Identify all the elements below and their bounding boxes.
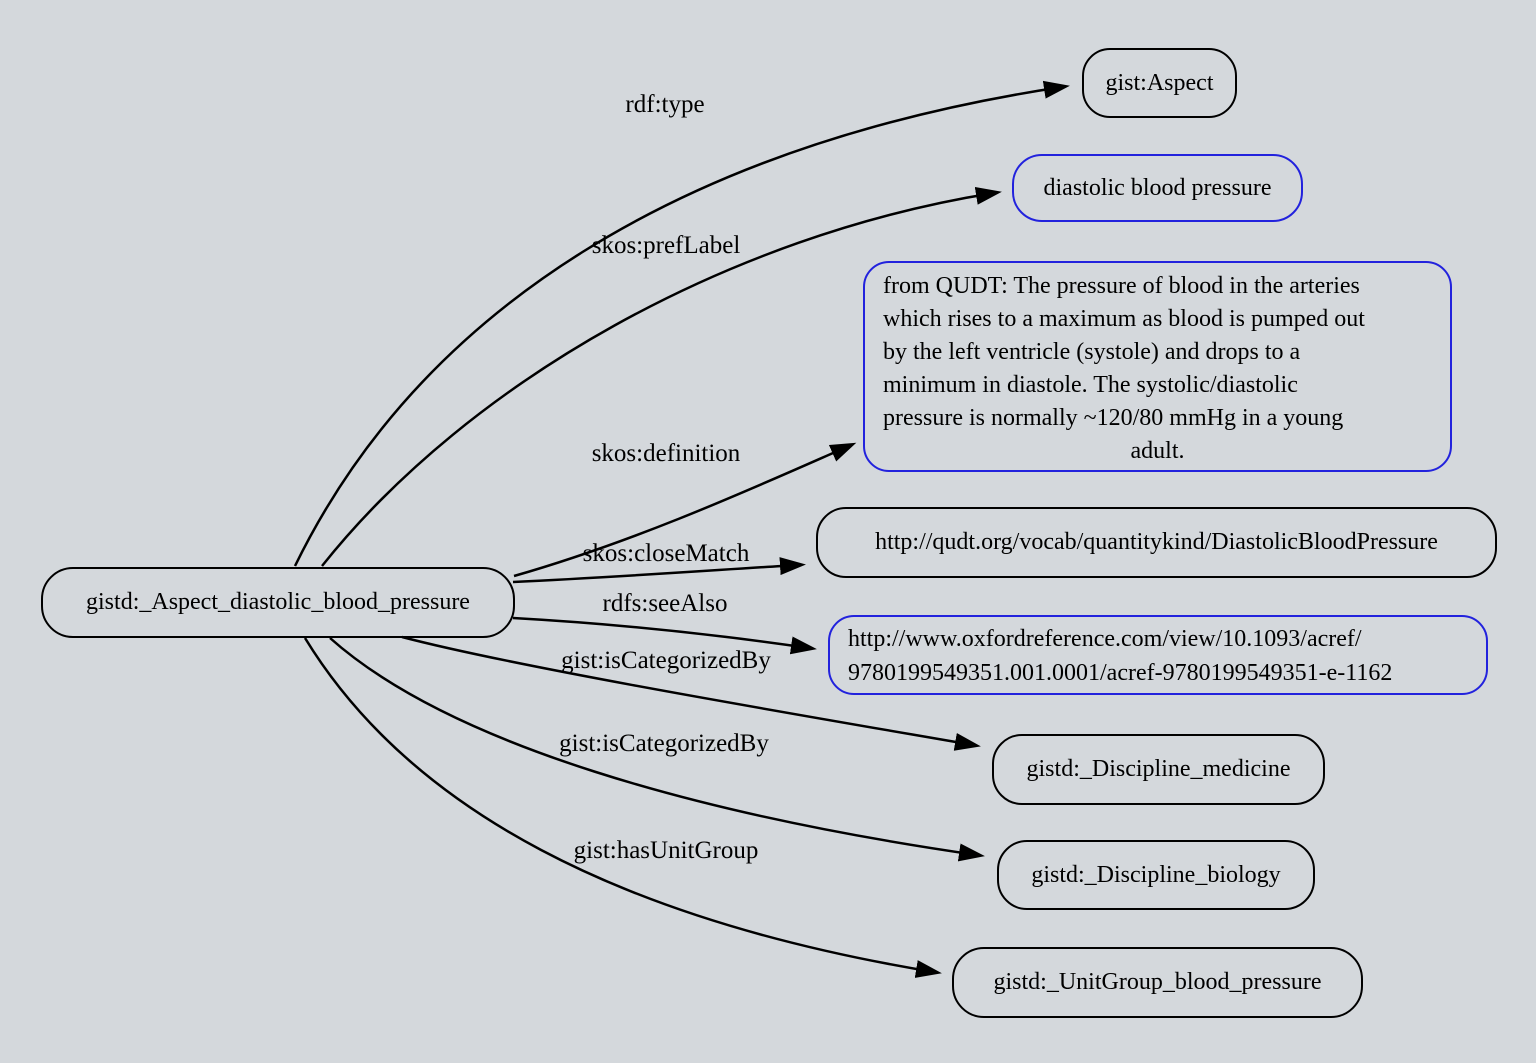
edge-skos-definition bbox=[513, 442, 857, 578]
definition-line: pressure is normally ~120/80 mmHg in a y… bbox=[883, 405, 1344, 431]
edge-gist-iscategorizedby-biology bbox=[329, 637, 985, 862]
node-discipline-biology[interactable]: gistd:_Discipline_biology bbox=[997, 840, 1315, 910]
see-also-url-line: 9780199549351.001.0001/acref-97801995493… bbox=[848, 660, 1393, 686]
edge-gist-hasunitgroup bbox=[303, 637, 942, 978]
edge-gist-iscategorizedby-medicine bbox=[401, 635, 981, 751]
node-subject-aspect-diastolic-blood-pressure[interactable]: gistd:_Aspect_diastolic_blood_pressure bbox=[41, 567, 515, 638]
edge-label-rdf-type: rdf:type bbox=[625, 91, 705, 118]
node-discipline-medicine[interactable]: gistd:_Discipline_medicine bbox=[992, 734, 1325, 805]
edge-label-skos-closematch: skos:closeMatch bbox=[582, 540, 750, 567]
edge-label-gist-iscategorizedby-1: gist:isCategorizedBy bbox=[561, 647, 771, 674]
node-oxfordreference-seealso-url[interactable]: http://www.oxfordreference.com/view/10.1… bbox=[828, 615, 1488, 695]
node-gist-aspect[interactable]: gist:Aspect bbox=[1082, 48, 1237, 118]
edge-skos-closematch bbox=[512, 557, 806, 584]
node-unitgroup-blood-pressure[interactable]: gistd:_UnitGroup_blood_pressure bbox=[952, 947, 1363, 1018]
node-definition[interactable]: from QUDT: The pressure of blood in the … bbox=[863, 261, 1452, 472]
edge-label-rdfs-seealso: rdfs:seeAlso bbox=[602, 590, 728, 617]
definition-line: which rises to a maximum as blood is pum… bbox=[883, 306, 1365, 332]
edge-rdfs-seealso bbox=[512, 616, 817, 655]
definition-line: adult. bbox=[1130, 438, 1185, 464]
node-pref-label[interactable]: diastolic blood pressure bbox=[1012, 154, 1303, 222]
edge-rdf-type bbox=[293, 80, 1070, 567]
edge-label-gist-iscategorizedby-2: gist:isCategorizedBy bbox=[559, 730, 769, 757]
see-also-url-line: http://www.oxfordreference.com/view/10.1… bbox=[848, 626, 1362, 652]
node-qudt-closematch-url[interactable]: http://qudt.org/vocab/quantitykind/Diast… bbox=[816, 507, 1497, 578]
edge-label-gist-hasunitgroup: gist:hasUnitGroup bbox=[573, 837, 759, 864]
edge-skos-preflabel bbox=[321, 186, 1002, 567]
edge-label-skos-preflabel: skos:prefLabel bbox=[591, 232, 741, 259]
definition-line: by the left ventricle (systole) and drop… bbox=[883, 339, 1301, 365]
definition-line: from QUDT: The pressure of blood in the … bbox=[883, 273, 1360, 299]
definition-line: minimum in diastole. The systolic/diasto… bbox=[883, 372, 1298, 398]
edge-label-skos-definition: skos:definition bbox=[591, 440, 741, 467]
